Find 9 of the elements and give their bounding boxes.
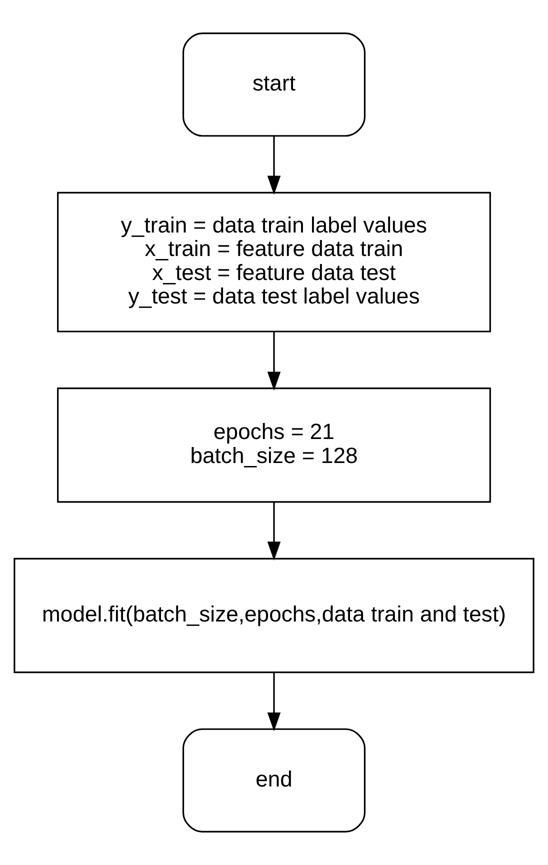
node-box: start xyxy=(182,32,366,137)
node-box: model.fit(batch_size,epochs,data train and test) xyxy=(14,558,534,674)
node-box: y_train = data train label values x_train = feature data train x_test = feature data test y_test = data test label values xyxy=(57,192,491,332)
arrow xyxy=(267,502,281,561)
arrow xyxy=(267,136,281,195)
arrow xyxy=(267,332,281,391)
node-box: end xyxy=(182,728,366,832)
node-box: epochs = 21 batch_size = 128 xyxy=(57,388,491,503)
arrow xyxy=(267,672,281,732)
